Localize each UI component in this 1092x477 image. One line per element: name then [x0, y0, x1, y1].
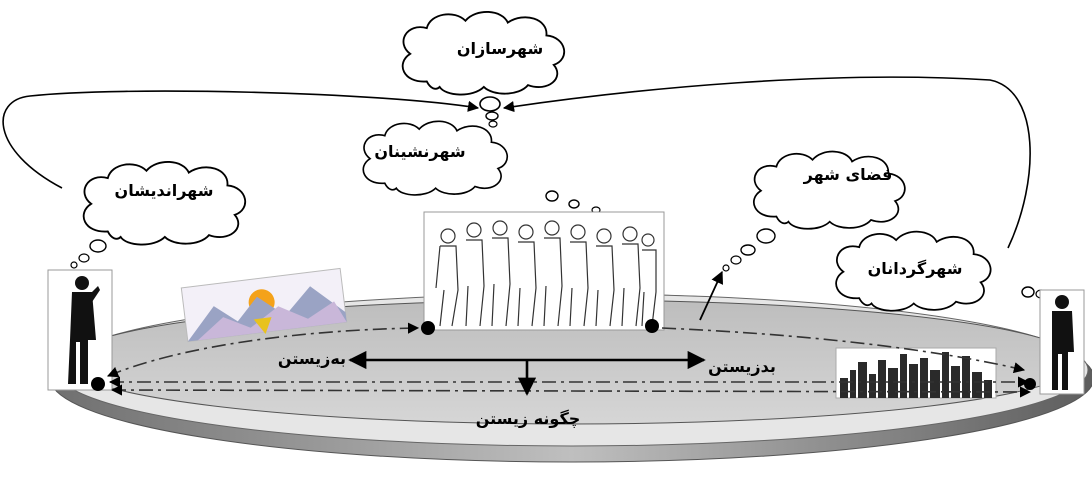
dot-left: [91, 377, 105, 391]
thinker-man-image: [47, 269, 113, 391]
city-skyline-image: [835, 347, 997, 399]
thinkers-to-builders-arrow: [2, 90, 480, 189]
people-group-image: [423, 211, 665, 331]
dwellers-thought-bubbles: [545, 190, 601, 214]
cloud-label-city-managers: شهرگردانان: [868, 259, 963, 278]
cloud-label-city-dwellers: شهرنشینان: [374, 142, 465, 161]
city-space-thought-bubbles: [722, 228, 776, 272]
cloud-city-managers: شهرگردانان: [834, 230, 992, 312]
dot-back-left: [421, 321, 435, 335]
dashdot-back-left: [106, 322, 420, 378]
dashdot-back-right: [661, 327, 1026, 374]
thinkers-thought-bubbles: [70, 239, 107, 269]
dashdot-front-lower: [110, 384, 1032, 398]
cloud-city-thinkers: شهراندیشان: [82, 160, 247, 246]
cloud-city-space: فضای شهر: [752, 150, 906, 230]
cloud-label-city-builders: شهرسازان: [457, 39, 543, 58]
dashdot-paths: [106, 322, 1032, 398]
label-bad-living: بدزیستن: [708, 357, 776, 376]
managers-to-builders-arrow: [502, 76, 1031, 249]
cloud-city-dwellers: شهرنشینان: [362, 120, 509, 196]
dot-back-right: [645, 319, 659, 333]
label-how-to-live: چگونه زیستن: [476, 409, 581, 429]
cloud-label-city-space: فضای شهر: [803, 165, 893, 184]
label-good-living: به‌زیستن: [278, 349, 346, 368]
manager-man-image: [1039, 289, 1085, 395]
dot-right: [1024, 378, 1036, 390]
builders-thought-bubbles: [479, 96, 501, 128]
cloud-label-city-thinkers: شهراندیشان: [115, 181, 214, 200]
platform-to-city-space-arrow: [699, 270, 724, 321]
cloud-city-builders: شهرسازان: [401, 10, 566, 96]
